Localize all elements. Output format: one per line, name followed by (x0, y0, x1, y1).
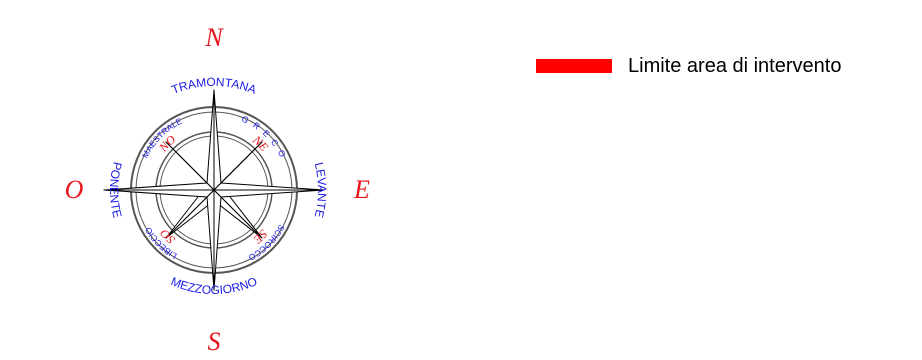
cardinal-south: S (208, 327, 221, 356)
legend-label: Limite area di intervento (628, 55, 841, 78)
cardinal-north: N (204, 23, 224, 52)
cardinal-west: O (65, 175, 84, 204)
legend: Limite area di intervento (536, 54, 841, 78)
cardinal-east: E (353, 175, 370, 204)
legend-swatch (536, 59, 612, 73)
cardinal-star (104, 90, 324, 290)
compass-rose: N S E O TRAMONTANA MEZZOGIORNO LEVANTE P… (0, 0, 430, 360)
